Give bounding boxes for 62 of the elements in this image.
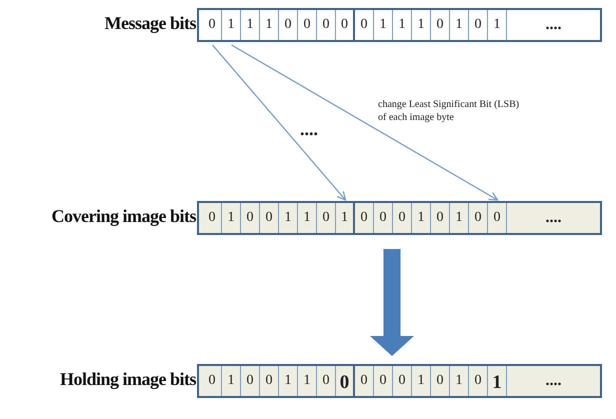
ellipsis-cell: .... <box>507 10 600 40</box>
bit-cell: 1 <box>279 366 298 396</box>
bit-cell: 0 <box>355 203 374 233</box>
bit-cell: 0 <box>469 203 488 233</box>
bit-cell: 0 <box>279 10 298 40</box>
bit-row-bar <box>197 364 602 398</box>
bit-cell: 0 <box>203 10 222 40</box>
bit-cell: 1 <box>241 10 260 40</box>
bit-cell: 0 <box>355 10 374 40</box>
bit-cell: 0 <box>317 203 336 233</box>
bit-cell: 1 <box>298 366 317 396</box>
bit-cell: 1 <box>450 366 469 396</box>
bit-row-bar <box>197 201 602 235</box>
down-arrow <box>370 249 414 356</box>
bit-row-bar <box>197 8 602 42</box>
row-label: Covering image bits <box>52 206 196 227</box>
bit-cell: 0 <box>203 366 222 396</box>
ellipsis-label: .... <box>300 118 318 140</box>
bit-cell: 0 <box>488 203 507 233</box>
bit-cell: 1 <box>450 203 469 233</box>
bit-cell: 1 <box>260 10 279 40</box>
bit-cell: 0 <box>431 203 450 233</box>
bit-cell: 1 <box>412 10 431 40</box>
bit-cell: 0 <box>393 203 412 233</box>
annotation-text: change Least Significant Bit (LSB) of each image byte <box>378 99 520 124</box>
bit-cell: 0 <box>260 203 279 233</box>
bit-cell: 1 <box>393 10 412 40</box>
row-label: Message bits <box>104 13 196 34</box>
bit-cell: 0 <box>469 10 488 40</box>
bit-cell: 1 <box>279 203 298 233</box>
bit-cell: 0 <box>336 10 355 40</box>
bit-cell: 0 <box>336 366 355 396</box>
bit-cell: 1 <box>412 366 431 396</box>
bit-cell: 1 <box>488 10 507 40</box>
bit-cell: 0 <box>203 203 222 233</box>
bit-cell: 0 <box>393 366 412 396</box>
bit-cell: 0 <box>298 10 317 40</box>
bit-cell: 0 <box>317 366 336 396</box>
arrow <box>231 44 498 201</box>
bit-cell: 0 <box>374 366 393 396</box>
row-label: Holding image bits <box>60 369 196 390</box>
bit-cell: 0 <box>260 366 279 396</box>
bit-cell: 1 <box>222 366 241 396</box>
bit-cell: 0 <box>374 203 393 233</box>
arrow <box>212 44 346 201</box>
bit-cell: 0 <box>241 203 260 233</box>
bit-cell: 1 <box>336 203 355 233</box>
ellipsis-cell: .... <box>507 203 600 233</box>
bit-cell: 1 <box>222 203 241 233</box>
bit-cell: 0 <box>317 10 336 40</box>
bit-cell: 1 <box>374 10 393 40</box>
bit-cell: 1 <box>298 203 317 233</box>
bit-cell: 1 <box>222 10 241 40</box>
bit-cell: 0 <box>241 366 260 396</box>
bit-cell: 1 <box>488 366 507 396</box>
bit-cell: 0 <box>469 366 488 396</box>
bit-cell: 1 <box>450 10 469 40</box>
ellipsis-cell: .... <box>507 366 600 396</box>
bit-cell: 0 <box>431 366 450 396</box>
bit-cell: 1 <box>412 203 431 233</box>
bit-cell: 0 <box>355 366 374 396</box>
bit-cell: 0 <box>431 10 450 40</box>
